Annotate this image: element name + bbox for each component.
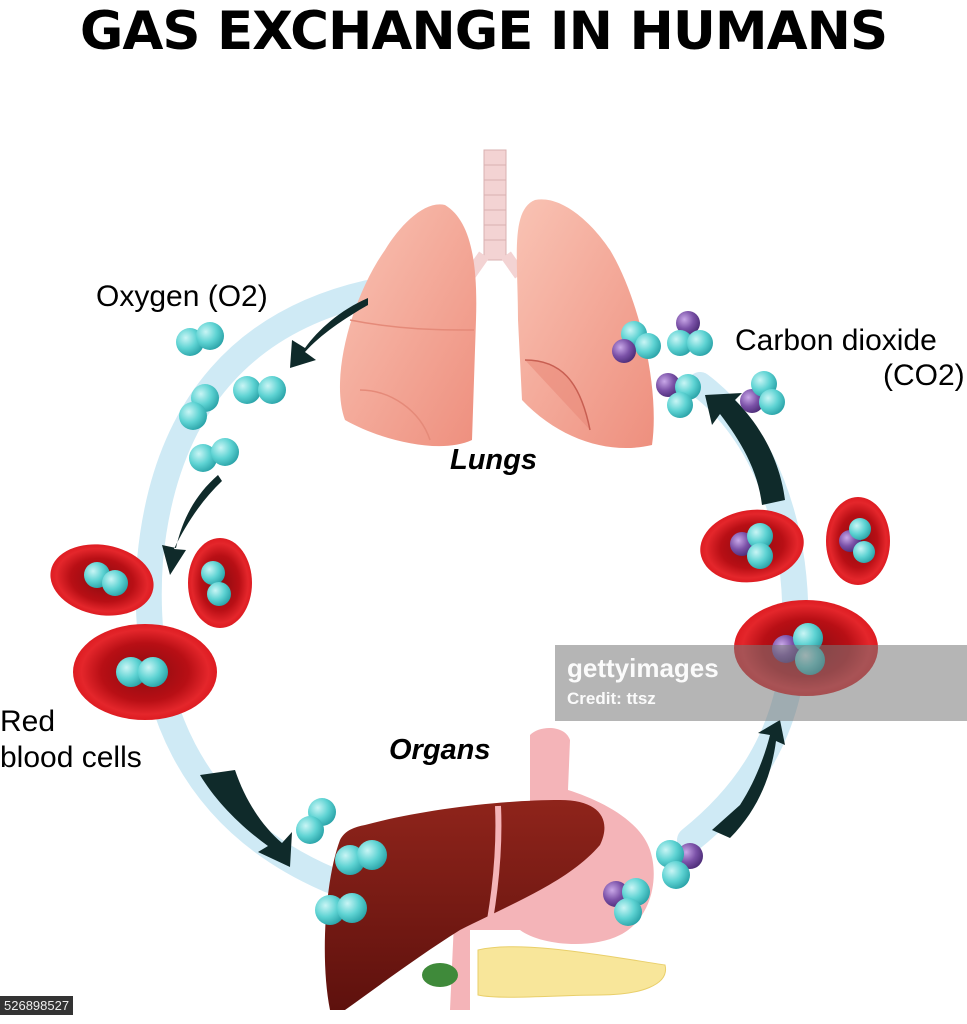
arrow-co2-up xyxy=(705,393,785,505)
oxygen-molecule xyxy=(233,376,286,404)
watermark-brand: gettyimages xyxy=(567,653,719,683)
red-blood-cells-label-line2: blood cells xyxy=(0,741,142,774)
oxygen-molecule xyxy=(189,438,239,472)
co2-molecule xyxy=(612,321,661,363)
co2-molecule xyxy=(603,878,650,926)
oxygen-molecule xyxy=(296,798,336,844)
circulation-arrows xyxy=(162,298,785,867)
carbon-dioxide-label: Carbon dioxide xyxy=(735,324,937,357)
co2-molecule xyxy=(656,840,703,889)
oxygen-molecule xyxy=(176,322,224,356)
organs-illustration xyxy=(324,728,666,1010)
arrow-oxygen-down xyxy=(162,475,222,575)
carbon-dioxide-molecules xyxy=(603,311,875,926)
oxygen-molecule xyxy=(315,893,367,925)
lungs-caption: Lungs xyxy=(450,444,537,476)
page-title: GAS EXCHANGE IN HUMANS xyxy=(79,1,888,62)
image-id: 526898527 xyxy=(0,996,74,1015)
oxygen-molecules xyxy=(84,322,387,925)
oxygen-molecule xyxy=(116,657,168,687)
co2-molecule xyxy=(667,311,713,356)
arrow-organs-up xyxy=(712,720,785,838)
oxygen-molecule xyxy=(201,561,231,606)
co2-molecule xyxy=(656,373,701,418)
co2-molecule xyxy=(740,371,785,415)
watermark-credit: Credit: ttsz xyxy=(567,689,656,708)
co2-molecule xyxy=(839,518,875,563)
lungs-illustration xyxy=(339,149,654,448)
oxygen-molecule xyxy=(179,384,219,430)
watermark: gettyimages Credit: ttsz xyxy=(555,645,967,721)
arrow-cells-to-organs xyxy=(200,770,292,867)
co2-molecule xyxy=(730,523,773,569)
carbon-dioxide-formula-label: (CO2) xyxy=(883,359,965,392)
oxygen-label: Oxygen (O2) xyxy=(96,280,268,313)
oxygen-molecule xyxy=(335,840,387,875)
red-blood-cells-label: Red xyxy=(0,705,56,738)
organs-caption: Organs xyxy=(389,734,491,766)
oxygen-molecule xyxy=(84,562,128,596)
arrow-lungs-to-cells xyxy=(290,298,368,368)
